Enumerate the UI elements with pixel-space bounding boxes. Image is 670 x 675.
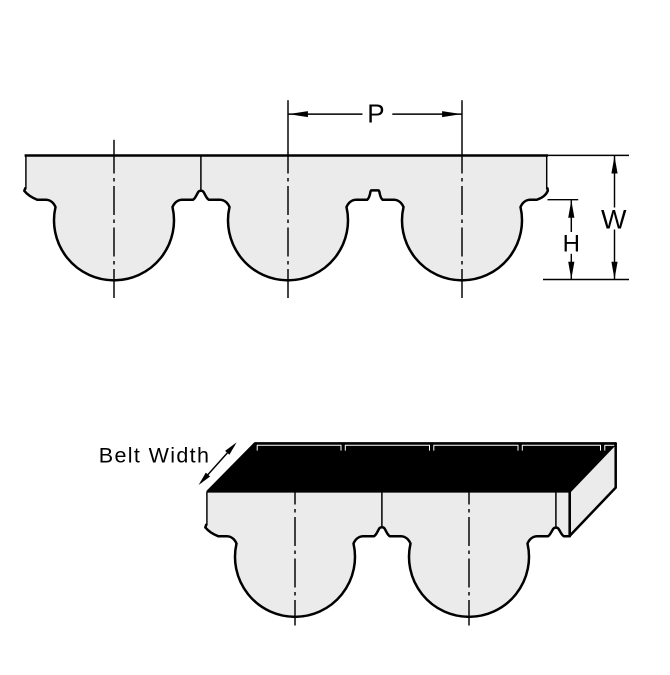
svg-text:P: P <box>367 99 384 129</box>
svg-text:Belt Width: Belt Width <box>99 443 210 467</box>
svg-text:W: W <box>601 204 627 234</box>
svg-text:H: H <box>563 231 580 258</box>
